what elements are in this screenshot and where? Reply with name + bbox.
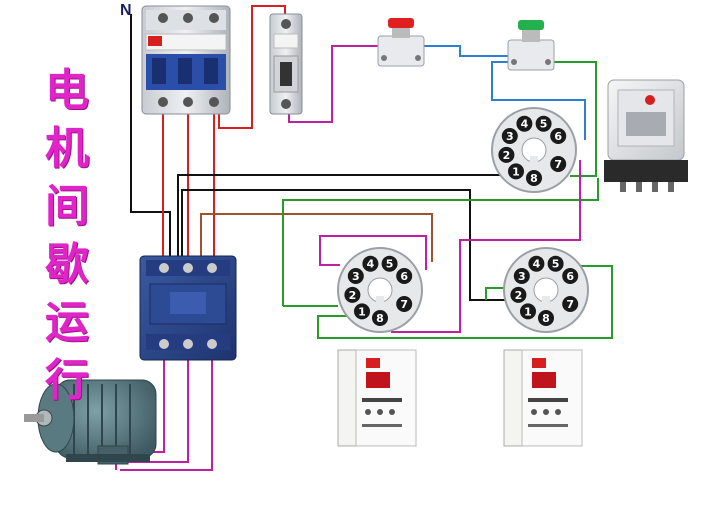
title-char: 电 xyxy=(45,65,89,116)
title-char: 运 xyxy=(45,297,89,348)
time-relay-right xyxy=(503,349,583,447)
wire-magenta-left-top xyxy=(319,235,427,270)
wire-start-hold xyxy=(552,61,597,177)
socket-pin-label: 7 xyxy=(566,298,574,311)
wire-green-loop xyxy=(282,178,599,306)
wire-to-stop xyxy=(288,45,378,123)
socket-pin-label: 8 xyxy=(376,312,384,325)
socket-pin-label: 6 xyxy=(566,270,574,283)
socket-pin xyxy=(535,115,552,132)
socket-pin xyxy=(562,296,579,312)
socket-pin-label: 6 xyxy=(554,130,562,143)
wire-green-right xyxy=(485,287,505,300)
socket-pin xyxy=(528,255,545,272)
socket-pin xyxy=(344,286,361,303)
socket-pin-label: 4 xyxy=(367,258,375,271)
socket-pin-label: 5 xyxy=(552,258,560,271)
socket-pin-label: 5 xyxy=(386,258,394,271)
single-pole-breaker[interactable] xyxy=(269,13,303,115)
socket-pin-label: 4 xyxy=(521,118,529,131)
socket-pin-label: 2 xyxy=(515,289,523,302)
socket-pin-label: 8 xyxy=(542,312,550,325)
socket-pin xyxy=(396,296,413,312)
wire-relay-coil xyxy=(177,174,510,258)
socket-pin-label: 5 xyxy=(540,118,548,131)
socket-pin xyxy=(520,303,536,320)
time-relay-left xyxy=(337,349,417,447)
socket-pin-label: 4 xyxy=(533,258,541,271)
stop-button[interactable] xyxy=(377,18,425,67)
title-char: 行 xyxy=(45,355,89,406)
three-pole-breaker[interactable] xyxy=(141,5,231,115)
socket-pin xyxy=(513,268,530,284)
wire-aux xyxy=(181,189,505,301)
ac-contactor xyxy=(139,255,237,361)
socket-pin-label: 3 xyxy=(352,270,360,283)
socket-pin xyxy=(501,128,518,144)
wire-motor-w xyxy=(120,356,213,471)
wire-control-feed xyxy=(218,5,286,129)
socket-pin xyxy=(508,163,524,180)
wires xyxy=(111,5,613,471)
intermediate-relay xyxy=(604,79,688,192)
socket-pin xyxy=(562,268,579,284)
socket-pin-label: 6 xyxy=(400,270,408,283)
wire-start-relay xyxy=(491,61,586,140)
socket-pin xyxy=(362,255,379,272)
socket-pin xyxy=(538,310,554,326)
socket-pin-label: 8 xyxy=(530,172,538,185)
wire-timer-feed xyxy=(200,213,433,262)
socket-pin xyxy=(354,303,370,320)
socket-pin xyxy=(526,170,542,186)
socket-pin xyxy=(372,310,388,326)
socket-pin xyxy=(381,255,398,272)
socket-pin-label: 1 xyxy=(524,305,532,318)
motor xyxy=(24,379,157,465)
wire-neutral xyxy=(130,14,171,258)
socket-pin xyxy=(550,156,567,172)
socket-pin-label: 3 xyxy=(506,130,514,143)
title: 电 机 间 歇 运 行 xyxy=(32,62,102,410)
wire-green-bottom xyxy=(317,265,613,339)
start-button[interactable] xyxy=(507,20,555,71)
title-char: 间 xyxy=(45,181,89,232)
socket-pin-label: 2 xyxy=(349,289,357,302)
socket-pin xyxy=(396,268,413,284)
title-char: 机 xyxy=(45,123,89,174)
socket-pin-label: 3 xyxy=(518,270,526,283)
socket-pin-label: 1 xyxy=(512,165,520,178)
socket-pin xyxy=(516,115,533,132)
wire-motor-v xyxy=(115,356,189,470)
socket-pin-label: 2 xyxy=(503,149,511,162)
neutral-label: N xyxy=(120,2,132,19)
socket-pin xyxy=(347,268,364,284)
socket-pin xyxy=(510,286,527,303)
title-char: 歇 xyxy=(45,239,89,290)
wire-stop-start xyxy=(424,45,508,57)
socket-pin-label: 7 xyxy=(554,158,562,171)
socket-pin xyxy=(498,146,515,163)
socket-pin xyxy=(547,255,564,272)
socket-pin-label: 1 xyxy=(358,305,366,318)
socket-pin-label: 7 xyxy=(400,298,408,311)
socket-pin xyxy=(550,128,567,144)
